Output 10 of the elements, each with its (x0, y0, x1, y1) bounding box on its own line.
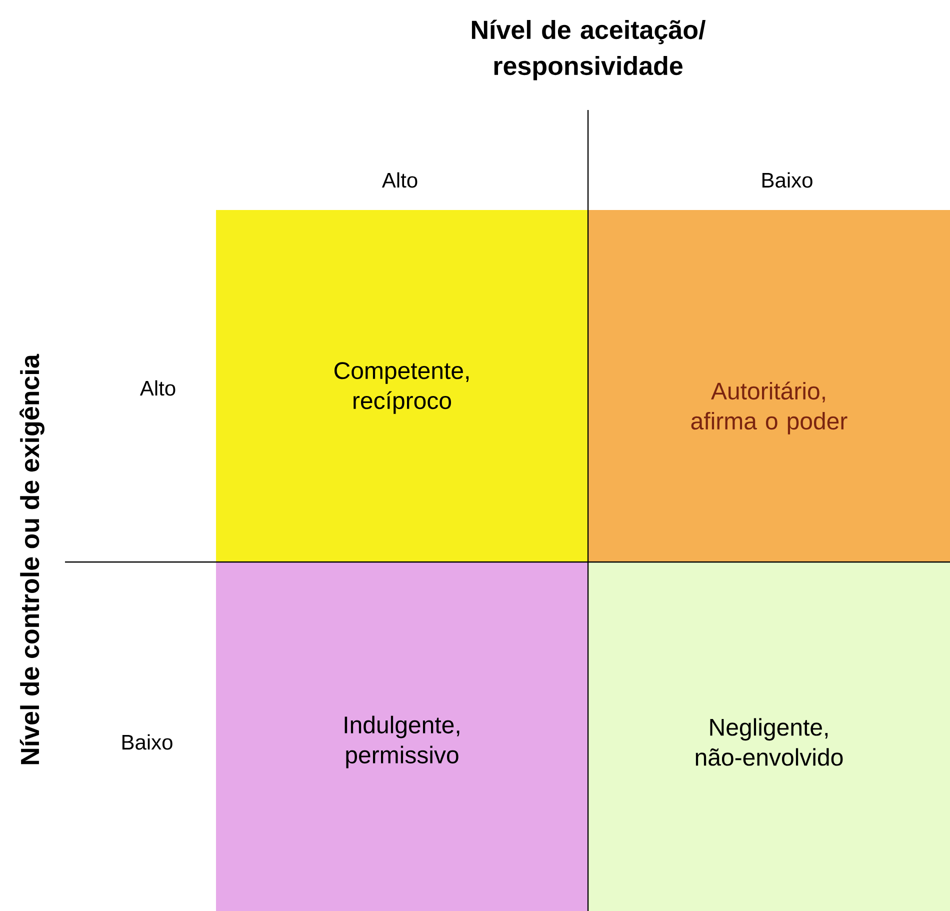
quadrant-box: Competente, recíproco (216, 210, 588, 562)
axis-title: Nível de controle ou de exigência (20, 354, 44, 764)
axis-level-label: Baixo (762, 172, 812, 188)
axis-level-label: Baixo (122, 734, 172, 750)
quadrant-box: Indulgente, permissivo (216, 562, 588, 911)
quadrant-box: Negligente, não-envolvido (588, 562, 950, 911)
axis-level-label: Alto (140, 380, 176, 396)
axis-level-label: Alto (382, 172, 418, 188)
quadrant-box: Autoritário, afirma o poder (588, 210, 950, 562)
axis-title: Nível de aceitação/ responsividade (472, 20, 706, 80)
